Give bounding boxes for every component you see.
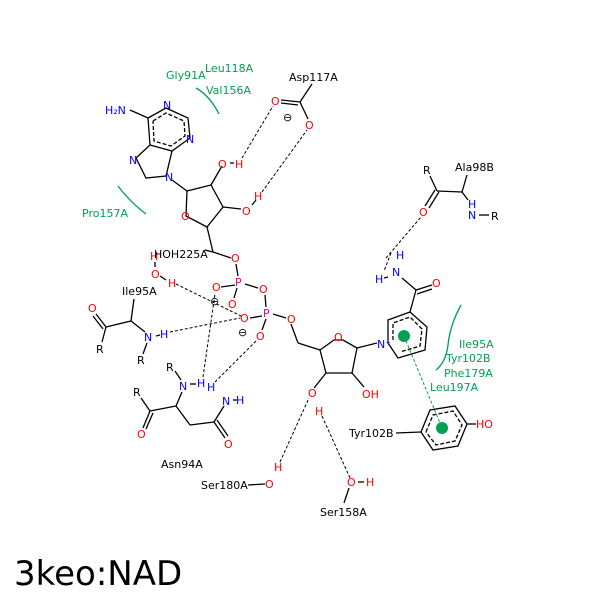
svg-text:O: O [419, 206, 428, 219]
hydrogen-bonds [169, 105, 422, 479]
svg-text:H: H [366, 476, 374, 489]
svg-text:O: O [334, 331, 343, 344]
svg-text:N: N [222, 395, 230, 408]
ring-centroid-tyr102 [436, 422, 448, 434]
residue-ile95: Ile95A [122, 285, 157, 298]
svg-text:O: O [151, 268, 160, 281]
ring-centroid-nicotinamide [398, 330, 410, 342]
svg-text:H: H [150, 250, 158, 263]
residue-ser158: Ser158A [320, 506, 367, 519]
svg-text:P: P [263, 307, 270, 320]
hydrophobic-ile95: Ile95A [459, 338, 494, 351]
svg-text:O: O [231, 252, 240, 265]
svg-text:⊖: ⊖ [283, 111, 292, 124]
svg-text:R: R [166, 361, 174, 374]
svg-text:H: H [375, 273, 383, 286]
svg-text:O: O [218, 158, 227, 171]
svg-text:N: N [468, 209, 476, 222]
svg-text:N⁺: N⁺ [377, 338, 391, 351]
svg-text:H: H [168, 277, 176, 290]
svg-text:O: O [347, 476, 356, 489]
svg-text:N: N [186, 133, 194, 146]
svg-text:O: O [259, 283, 268, 296]
pi-stacking [398, 330, 448, 434]
diagram-title: 3keo:NAD [14, 554, 182, 594]
atom-labels: H₂N N N N N O O H O H O O ⊖ O P O O ⊖ O … [88, 95, 499, 491]
svg-text:O: O [287, 313, 296, 326]
ligand-bonds [92, 83, 489, 504]
svg-text:⊖: ⊖ [210, 295, 219, 308]
svg-text:O: O [305, 119, 314, 132]
svg-text:R: R [491, 210, 499, 223]
svg-text:H: H [254, 190, 262, 203]
svg-text:H₂N: H₂N [105, 104, 126, 117]
svg-text:H: H [197, 377, 205, 390]
svg-text:OH: OH [362, 388, 379, 401]
residue-ala98: Ala98B [455, 161, 494, 174]
svg-text:N: N [165, 171, 173, 184]
svg-text:O: O [240, 312, 249, 325]
residue-asp117: Asp117A [289, 71, 338, 84]
svg-text:R: R [133, 386, 141, 399]
svg-text:O: O [256, 330, 265, 343]
svg-text:O: O [137, 428, 146, 441]
svg-text:HO: HO [476, 418, 493, 431]
svg-text:H: H [396, 249, 404, 262]
svg-text:⊖: ⊖ [238, 326, 247, 339]
svg-text:N: N [144, 331, 152, 344]
svg-text:N: N [163, 99, 171, 112]
svg-text:O: O [432, 277, 441, 290]
svg-text:P: P [235, 276, 242, 289]
svg-text:H: H [235, 158, 243, 171]
svg-text:O: O [271, 95, 280, 108]
residue-labels: Asp117A Ala98B HOH225A Ile95A Asn94A Ser… [122, 71, 494, 519]
hydrophobic-leu197: Leu197A [430, 381, 479, 394]
svg-text:H: H [160, 328, 168, 341]
svg-text:N: N [129, 154, 137, 167]
hydrophobic-leu118: Leu118A [205, 62, 254, 75]
hydrophobic-labels: Gly91A Leu118A Val156A Pro157A Ile95A Ty… [82, 62, 494, 394]
residue-asn94: Asn94A [161, 458, 203, 471]
svg-text:R: R [96, 343, 104, 356]
hydrophobic-gly91: Gly91A [166, 69, 206, 82]
svg-text:H: H [468, 198, 476, 211]
residue-tyr102: Tyr102B [348, 427, 394, 440]
svg-text:O: O [88, 302, 97, 315]
hydrophobic-arcs [117, 87, 462, 371]
svg-text:O: O [228, 298, 237, 311]
svg-text:O: O [242, 205, 251, 218]
svg-text:R: R [137, 354, 145, 367]
hydrophobic-phe179: Phe179A [444, 367, 493, 380]
svg-text:H: H [236, 394, 244, 407]
residue-hoh225: HOH225A [154, 248, 208, 261]
hydrophobic-tyr102: Tyr102B [445, 352, 491, 365]
svg-text:R: R [423, 164, 431, 177]
svg-text:H: H [207, 381, 215, 394]
svg-text:O: O [181, 210, 190, 223]
residue-ser180: Ser180A [201, 479, 248, 492]
svg-text:O: O [224, 438, 233, 451]
svg-text:O: O [212, 281, 221, 294]
svg-text:N: N [179, 380, 187, 393]
hydrophobic-val156: Val156A [206, 84, 251, 97]
svg-text:O: O [265, 478, 274, 491]
svg-text:O: O [308, 387, 317, 400]
svg-text:N: N [392, 266, 400, 279]
svg-text:H: H [274, 461, 282, 474]
hydrophobic-pro157: Pro157A [82, 207, 128, 220]
svg-text:H: H [315, 405, 323, 418]
